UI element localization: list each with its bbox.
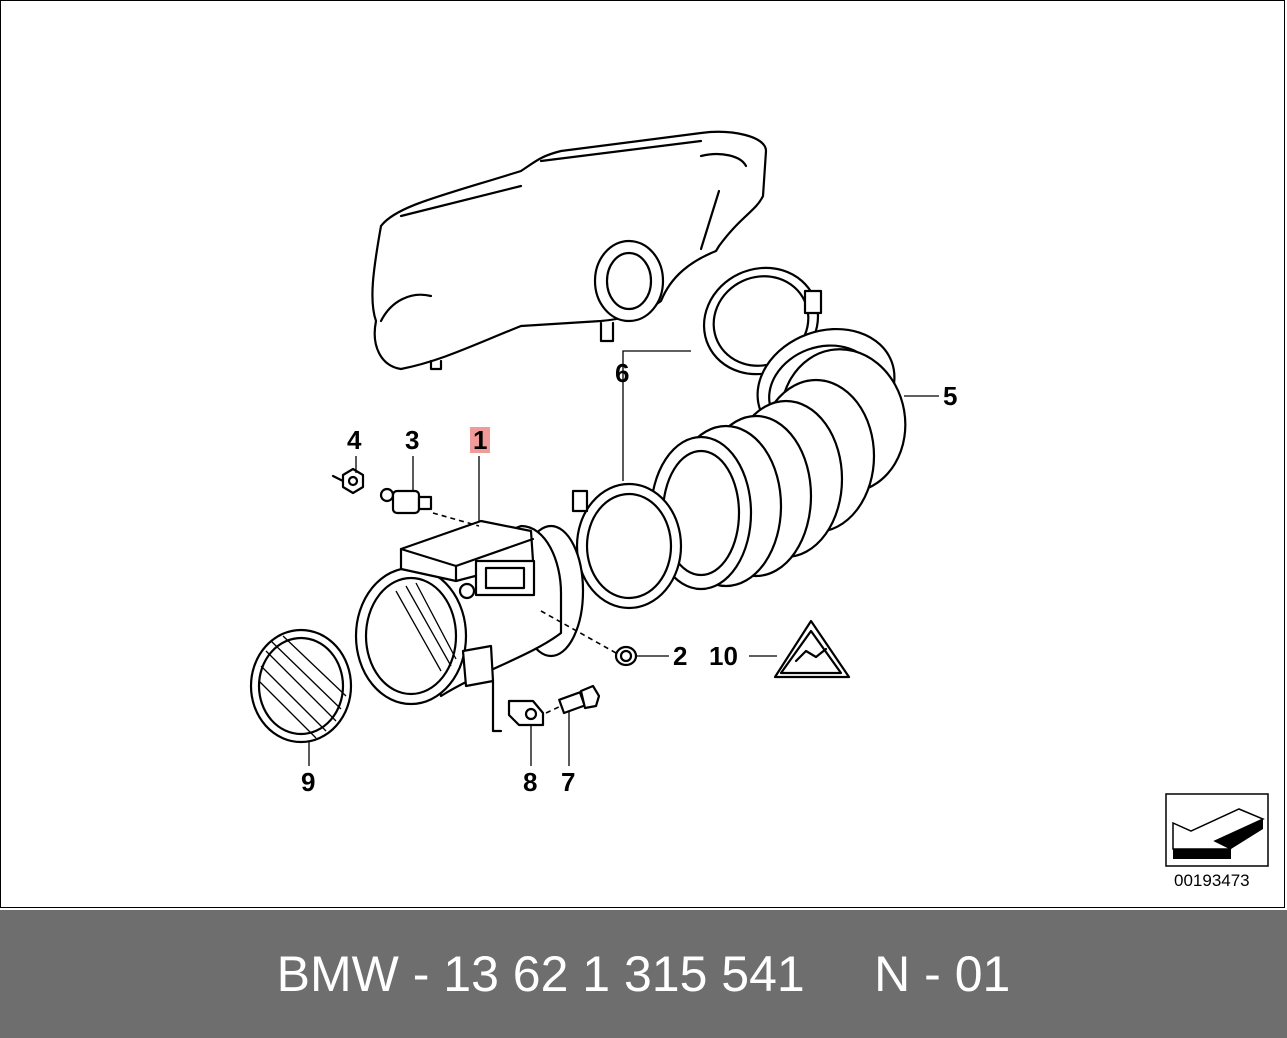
intake-plenum [371, 130, 768, 371]
callout-8[interactable]: 8 [523, 767, 538, 797]
callout-6[interactable]: 6 [615, 358, 630, 388]
callout-2[interactable]: 2 [673, 641, 688, 671]
callout-4[interactable]: 4 [347, 425, 362, 455]
diagram-frame: 1 2 3 4 5 6 7 8 9 10 00193473 [0, 0, 1285, 908]
temperature-sensor [379, 487, 480, 527]
callout-3[interactable]: 3 [405, 425, 420, 455]
bracket [507, 699, 545, 727]
hose-clamp-lower [571, 482, 683, 610]
nav-arrow-box [1165, 793, 1269, 867]
callout-10[interactable]: 10 [709, 641, 738, 671]
footer-bar: BMW - 13 62 1 315 541 N - 01 [0, 910, 1287, 1038]
callout-1[interactable]: 1 [470, 427, 491, 453]
callout-9[interactable]: 9 [301, 767, 316, 797]
exploded-parts-diagram [249, 130, 1269, 867]
leader-lines [308, 350, 939, 766]
intake-bellows-hose [649, 327, 907, 591]
callout-5[interactable]: 5 [943, 381, 958, 411]
warning-label-icon [773, 619, 851, 679]
grommet [540, 610, 638, 667]
filter-screen [249, 628, 353, 744]
diagram-reference-number: 00193473 [1174, 871, 1250, 890]
hex-bolt [545, 684, 601, 715]
part-number-title: BMW - 13 62 1 315 541 N - 01 [276, 946, 1011, 1002]
hex-nut [331, 467, 365, 495]
air-mass-meter [354, 519, 585, 733]
callout-7[interactable]: 7 [561, 767, 576, 797]
